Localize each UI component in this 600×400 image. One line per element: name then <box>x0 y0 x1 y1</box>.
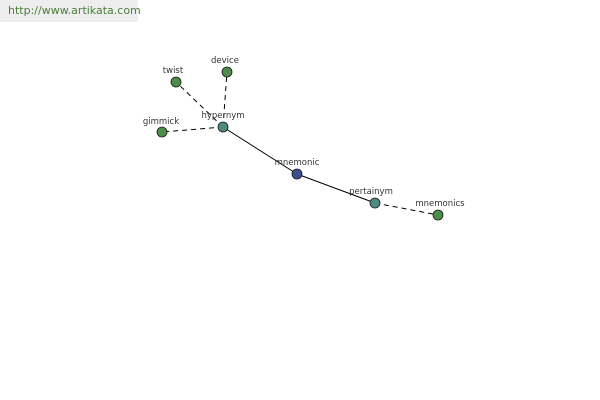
node-label-hypernym[interactable]: hypernym <box>201 111 244 121</box>
edges-layer <box>161 71 439 216</box>
node-mnemonics[interactable] <box>432 209 444 221</box>
edge-mnemonic-pertainym <box>296 173 376 204</box>
node-pertainym[interactable] <box>369 197 381 209</box>
node-hypernym[interactable] <box>217 121 229 133</box>
node-label-twist[interactable]: twist <box>163 66 184 76</box>
source-link[interactable]: http://www.artikata.com <box>0 0 141 22</box>
nodes-layer: twist device gimmick hypernym mnemonic pertai… <box>143 56 465 221</box>
node-twist[interactable] <box>170 76 182 88</box>
edge-hypernym-device <box>222 71 228 128</box>
node-device[interactable] <box>221 66 233 78</box>
node-mnemonic[interactable] <box>291 168 303 180</box>
edge-mnemonic-hypernym <box>222 126 298 175</box>
node-label-gimmick[interactable]: gimmick <box>143 117 179 127</box>
node-label-device[interactable]: device <box>211 56 239 66</box>
edge-pertainym-mnemonics <box>374 202 439 216</box>
edge-hypernym-twist <box>175 81 224 128</box>
node-label-pertainym[interactable]: pertainym <box>349 187 393 197</box>
node-label-mnemonic[interactable]: mnemonic <box>275 158 320 168</box>
node-gimmick[interactable] <box>156 126 168 138</box>
edge-hypernym-gimmick <box>161 126 224 133</box>
node-label-mnemonics[interactable]: mnemonics <box>415 199 465 209</box>
